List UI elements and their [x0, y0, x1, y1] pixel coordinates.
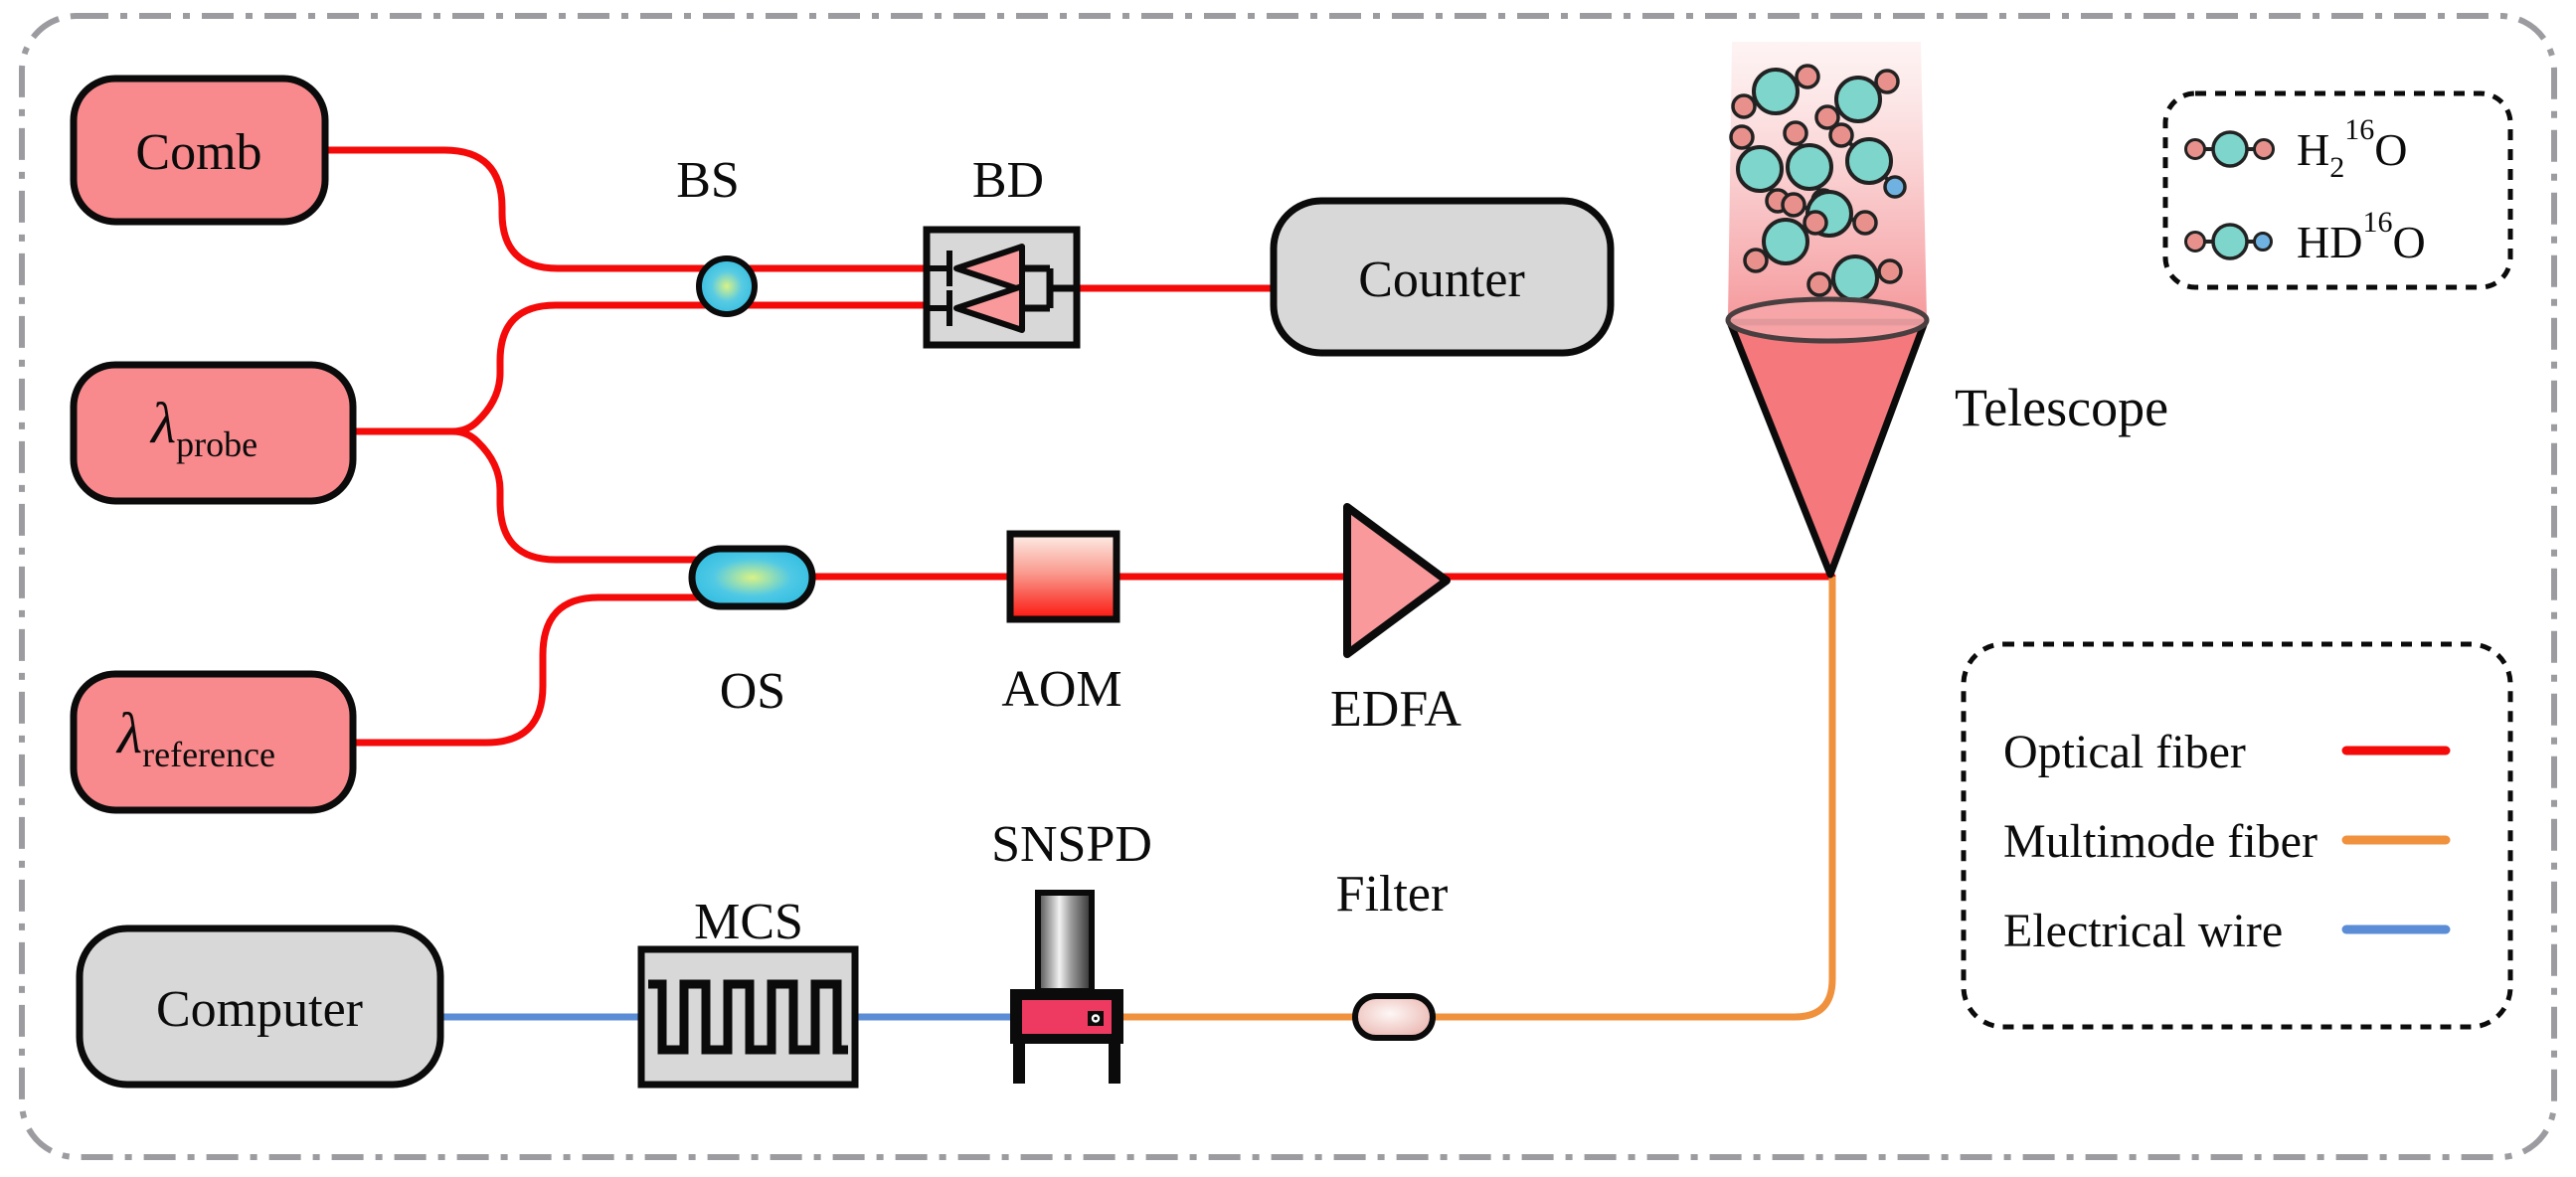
computer-box [76, 925, 444, 1089]
h2o-glyph [2184, 130, 2275, 168]
legend-optical-fiber-label: Optical fiber [2003, 726, 2246, 778]
edfa-label: EDFA [1330, 681, 1461, 738]
computer-node: Computer [76, 925, 444, 1089]
filter-icon [1352, 993, 1436, 1041]
square-wave-icon [648, 979, 848, 1055]
fiber-reference-to-os [349, 593, 700, 747]
water-molecule [1814, 69, 1900, 130]
bs-label: BS [676, 152, 740, 209]
legend-electrical-wire-label: Electrical wire [2003, 905, 2283, 957]
hdo-label: HD16O [2297, 206, 2426, 267]
fiber-comb-to-bd [321, 146, 933, 272]
probe-laser-box [70, 361, 357, 505]
telescope-aperture [1725, 296, 1930, 344]
snspd-label: SNSPD [991, 816, 1152, 873]
fiber-probe-to-os [448, 427, 700, 564]
comb-label: Comb [135, 124, 261, 181]
h2o-label: H216O [2297, 113, 2407, 184]
snspd-leg [1109, 1044, 1120, 1084]
balanced-detector [923, 226, 1081, 349]
counter-node: Counter [1270, 197, 1615, 357]
water-molecule [1806, 254, 1903, 302]
computer-label: Computer [156, 981, 363, 1038]
water-molecule [1743, 210, 1828, 273]
comb-box [70, 75, 329, 226]
aom-icon [1006, 530, 1120, 623]
cryostat-cylinder-icon [1035, 890, 1095, 994]
snspd-device [1010, 890, 1123, 1084]
counter-box [1270, 197, 1615, 357]
water-molecule [1731, 64, 1820, 119]
wire-legend: Optical fiber Multimode fiber Electrical… [1961, 641, 2513, 1030]
outer-frame [19, 13, 2557, 1160]
telescope-label: Telescope [1955, 378, 2168, 437]
fiber-port-core [1094, 1016, 1098, 1021]
hdo-molecule [1828, 122, 1907, 199]
os-label: OS [720, 663, 785, 720]
optical-fibers [321, 146, 1836, 747]
optical-switch-icon [688, 545, 816, 610]
bd-circuit [927, 251, 1077, 326]
comb-node: Comb [70, 75, 329, 226]
multimode-fiber-telescope-to-snspd [1123, 577, 1836, 1021]
legend-multimode-fiber-label: Multimode fiber [2003, 815, 2318, 868]
counter-label: Counter [1358, 252, 1525, 308]
aom-label: AOM [1001, 661, 1121, 718]
beam-molecules [1729, 64, 1907, 302]
water-molecule [1781, 190, 1878, 238]
molecule-legend-frame [2162, 90, 2513, 290]
reference-laser-label: λreference [115, 701, 275, 774]
photodiode-icon [953, 244, 1025, 293]
bd-label: BD [972, 152, 1044, 209]
filter-label: Filter [1336, 866, 1449, 923]
water-molecule [1729, 124, 1791, 214]
mcs-label: MCS [694, 894, 803, 950]
molecule-legend: H216O HD16O [2162, 90, 2513, 290]
reference-laser-box [70, 670, 357, 814]
mcs-node [637, 945, 859, 1089]
photodiode-icon [953, 283, 1025, 333]
beam-splitter-icon [696, 255, 758, 317]
fiber-probe-to-bd [349, 301, 933, 435]
edfa-amplifier-icon [1343, 503, 1451, 658]
telescope-cone [1726, 318, 1929, 579]
snspd-leg [1013, 1044, 1025, 1084]
telescope [1725, 296, 1930, 579]
hdo-glyph [2184, 223, 2273, 260]
reference-laser-node: λreference [70, 670, 357, 814]
probe-laser-node: λprobe [70, 361, 357, 505]
probe-laser-label: λprobe [149, 391, 258, 464]
